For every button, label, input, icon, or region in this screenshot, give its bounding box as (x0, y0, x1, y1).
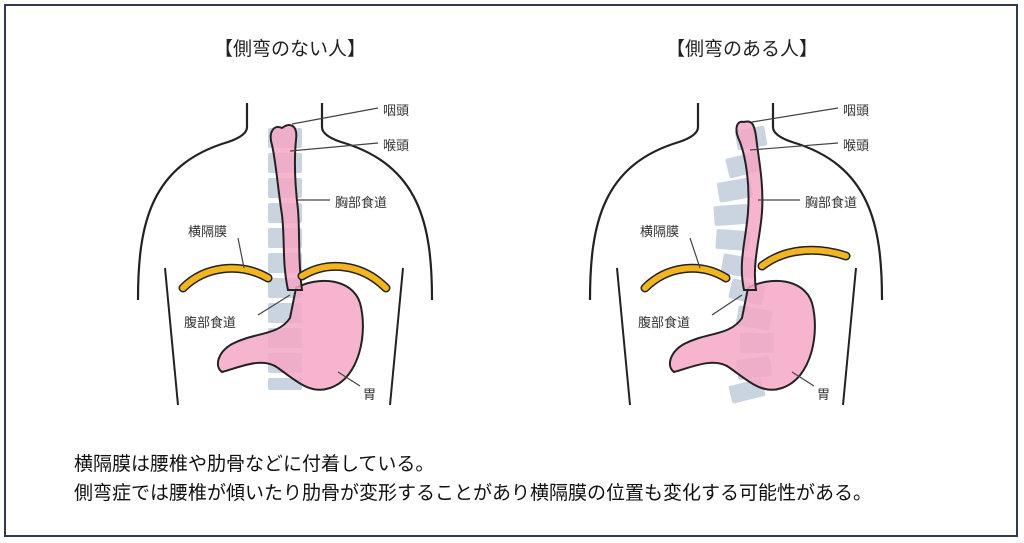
right-stomach (668, 279, 816, 391)
left-label-abdominal-esophagus: 腹部食道 (184, 316, 237, 331)
left-esophagus (269, 124, 304, 291)
right-diaphragm-right-fill (759, 247, 849, 269)
left-leader-lines (237, 107, 379, 387)
vertebra (716, 177, 754, 203)
right-label-diaphragm: 横隔膜 (640, 225, 680, 240)
vertebra (715, 228, 751, 252)
vertebra (268, 378, 302, 390)
left-stomach (216, 279, 364, 391)
figure-frame (4, 4, 1018, 537)
right-panel-illustration (588, 103, 884, 406)
right-esophagus (735, 120, 764, 291)
left-body-outline (136, 103, 434, 301)
left-label-stomach: 胃 (363, 388, 377, 403)
right-label-pharynx: 咽頭 (843, 104, 870, 119)
right-label-larynx: 喉頭 (843, 139, 870, 154)
caption-line-1: 横隔膜は腰椎や肋骨などに付着している。 (74, 453, 435, 475)
left-panel-illustration (136, 103, 434, 406)
left-label-thoracic-esophagus: 胸部食道 (335, 196, 388, 211)
right-label-thoracic-esophagus: 胸部食道 (805, 196, 858, 211)
left-label-larynx: 喉頭 (383, 139, 410, 154)
right-body-outline (588, 103, 884, 301)
right-label-stomach: 胃 (817, 388, 831, 403)
right-label-abdominal-esophagus: 腹部食道 (638, 316, 691, 331)
left-label-diaphragm: 横隔膜 (188, 225, 228, 240)
right-diaphragm-left-fill (642, 265, 729, 291)
right-leader-lines (689, 107, 839, 387)
left-diaphragm-right-fill (299, 263, 389, 291)
vertebra (713, 203, 749, 227)
right-rib-lines (616, 267, 857, 406)
panel-title-scoliosis: 【側弯のある人】 (665, 38, 819, 60)
caption-line-2: 側弯症では腰椎が傾いたり肋骨が変形することがあり横隔膜の位置も変化する可能性があ… (74, 482, 873, 504)
left-label-pharynx: 咽頭 (383, 104, 410, 119)
left-diaphragm-left-fill (180, 265, 271, 291)
panel-title-no-scoliosis: 【側弯のない人】 (213, 38, 367, 60)
left-rib-lines (164, 267, 404, 406)
